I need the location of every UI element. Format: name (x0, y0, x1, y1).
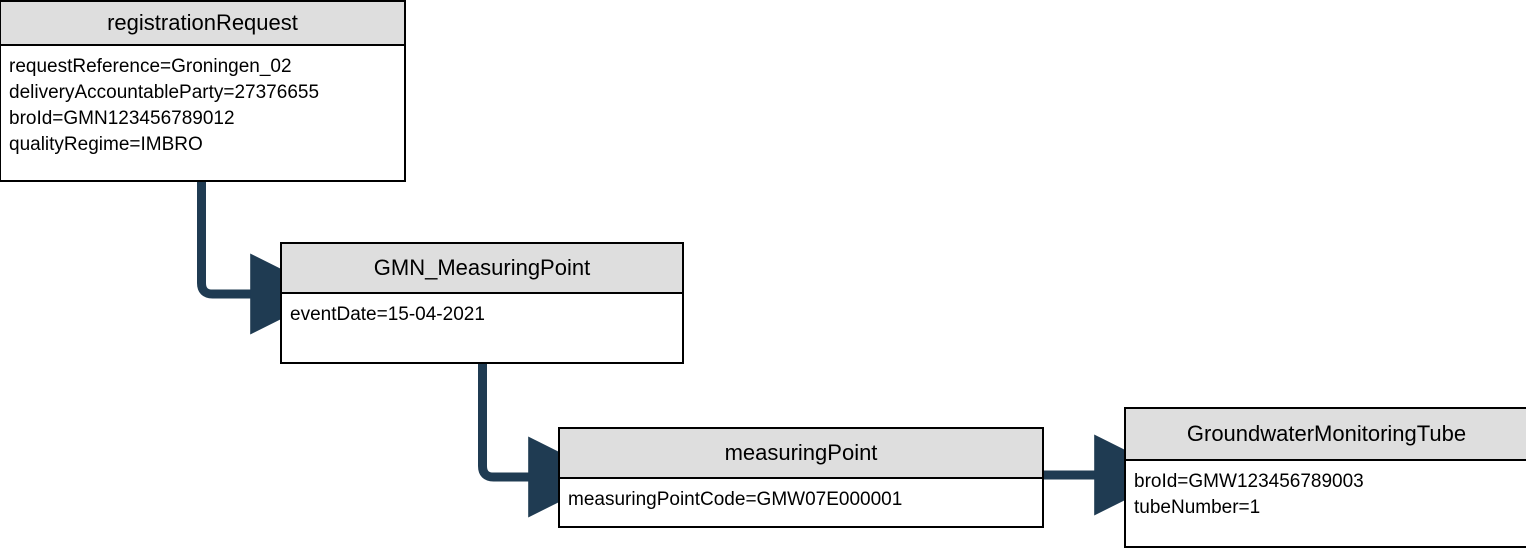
node-attributes-groundwater-monitoring-tube: broId=GMW123456789003 tubeNumber=1 (1126, 461, 1526, 546)
connector-registration-request-to-gmn-measuring-point (197, 182, 332, 335)
node-measuring-point[interactable]: measuringPoint measuringPointCode=GMW07E… (558, 427, 1044, 528)
node-attributes-gmn-measuring-point: eventDate=15-04-2021 (282, 294, 682, 362)
attribute-row: deliveryAccountableParty=27376655 (9, 82, 320, 103)
attribute-row: broId=GMW123456789003 (1134, 471, 1364, 492)
node-title-groundwater-monitoring-tube: GroundwaterMonitoringTube (1126, 409, 1526, 461)
attribute-row: eventDate=15-04-2021 (290, 304, 485, 325)
attribute-row: broId=GMN123456789012 (9, 108, 235, 129)
node-attributes-registration-request: requestReference=Groningen_02 deliveryAc… (1, 46, 404, 180)
connector-gmn-measuring-point-to-measuring-point (478, 364, 610, 518)
node-gmn-measuring-point[interactable]: GMN_MeasuringPoint eventDate=15-04-2021 (280, 242, 684, 364)
node-title-registration-request: registrationRequest (1, 2, 404, 46)
attribute-row: measuringPointCode=GMW07E000001 (568, 489, 903, 510)
attribute-row: qualityRegime=IMBRO (9, 134, 203, 155)
attribute-row: tubeNumber=1 (1134, 497, 1261, 518)
attribute-row: requestReference=Groningen_02 (9, 56, 292, 77)
node-groundwater-monitoring-tube[interactable]: GroundwaterMonitoringTube broId=GMW12345… (1124, 407, 1526, 548)
node-title-measuring-point: measuringPoint (560, 429, 1042, 479)
node-attributes-measuring-point: measuringPointCode=GMW07E000001 (560, 479, 1042, 526)
node-title-gmn-measuring-point: GMN_MeasuringPoint (282, 244, 682, 294)
node-registration-request[interactable]: registrationRequest requestReference=Gro… (0, 0, 406, 182)
